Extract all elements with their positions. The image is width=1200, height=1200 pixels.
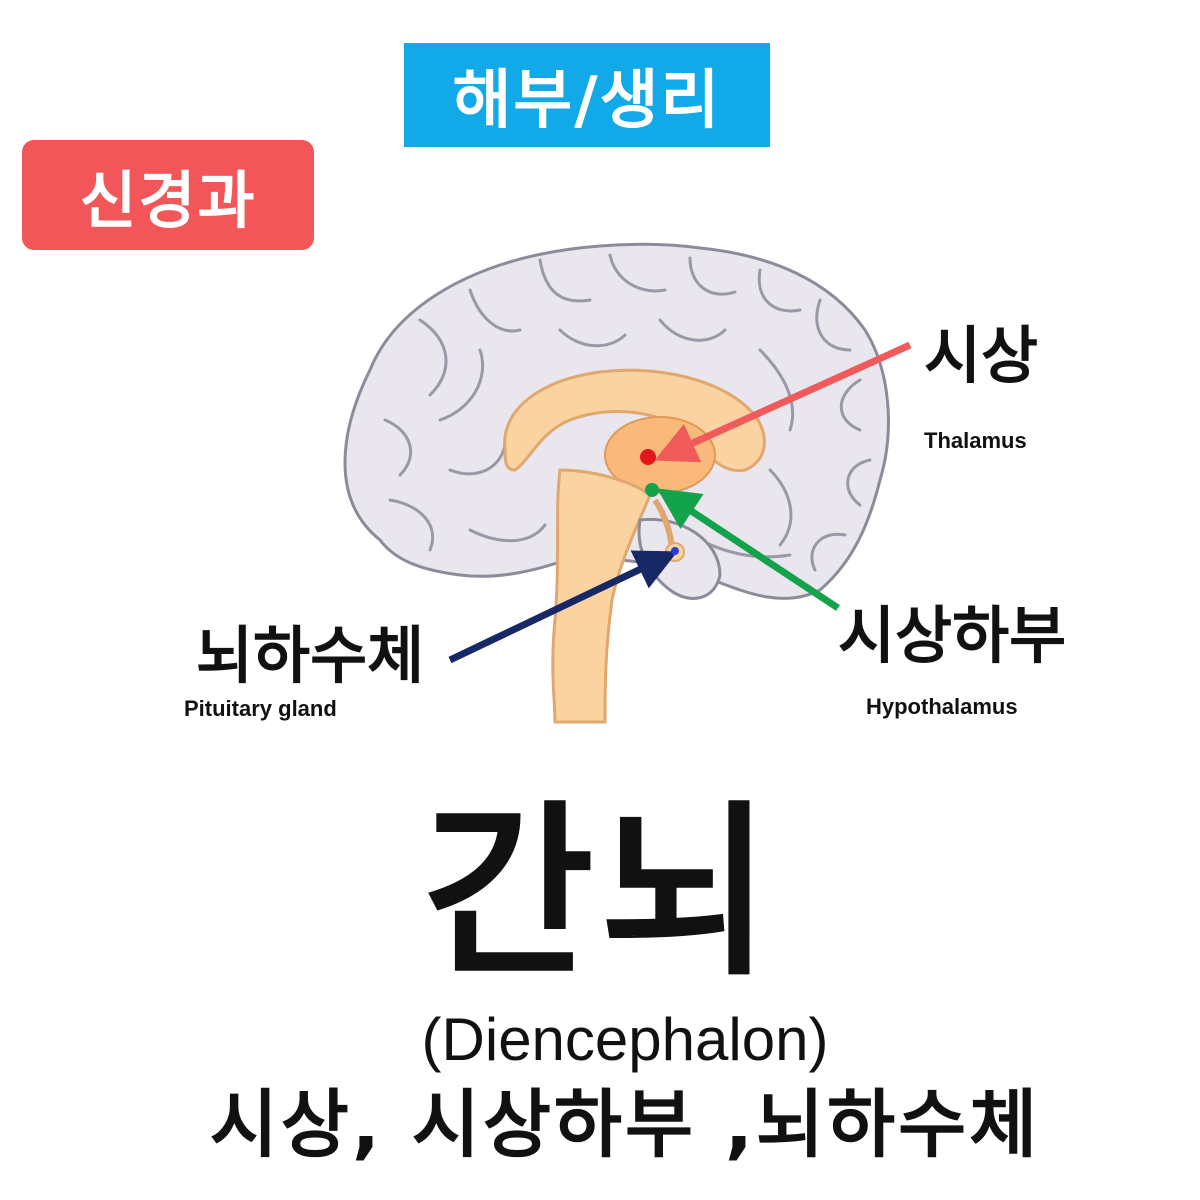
- topic-badge: 해부/생리: [404, 43, 770, 147]
- hypothalamus-dot: [645, 483, 659, 497]
- main-title: 간뇌: [422, 784, 778, 1001]
- corpus-callosum: [503, 368, 766, 473]
- pituitary-label-ko: 뇌하수체: [196, 619, 425, 692]
- pituitary-arrow: [448, 550, 678, 664]
- parts-subtitle: 시상, 시상하부 ,뇌하수체: [209, 1082, 1041, 1168]
- pituitary-label-en: Pituitary gland: [184, 696, 337, 721]
- category-badge: 신경과: [22, 140, 314, 250]
- pituitary-dot: [671, 547, 679, 555]
- hypothalamus-label-en: Hypothalamus: [866, 694, 1018, 719]
- gyri-lines: [383, 253, 872, 572]
- thalamus-arrow: [654, 341, 912, 463]
- thalamus-label-en: Thalamus: [924, 428, 1027, 453]
- brainstem: [551, 468, 652, 724]
- english-subtitle: (Diencephalon): [421, 1006, 829, 1073]
- hypothalamus-label-ko: 시상하부: [838, 599, 1067, 672]
- thalamus-label-ko: 시상: [924, 319, 1039, 392]
- thalamus-dot: [640, 449, 656, 465]
- hypothalamus-arrow: [656, 488, 840, 611]
